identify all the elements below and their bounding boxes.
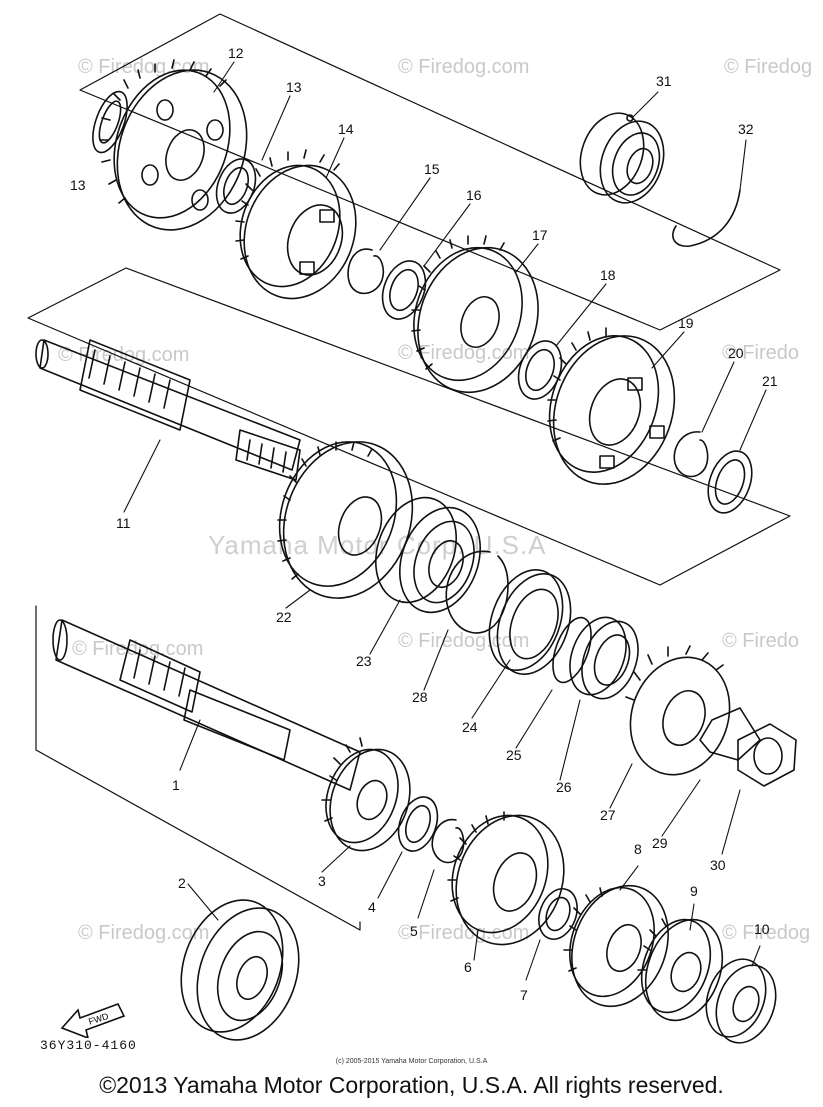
part-num: 16 — [466, 187, 482, 203]
part-14-gear — [235, 149, 357, 300]
watermark-firedog: © Firedog.com — [398, 342, 530, 364]
part-num: 30 — [710, 857, 726, 873]
part-num: 26 — [556, 779, 572, 795]
watermark-firedog: © Firedo — [722, 630, 799, 652]
part-10-bearing — [705, 958, 777, 1044]
part-num: 15 — [424, 161, 440, 177]
part-num: 8 — [634, 841, 642, 857]
drawing-code: 36Y310-4160 — [40, 1038, 137, 1053]
part-21-washer — [707, 450, 753, 514]
part-7-washer — [538, 888, 578, 940]
part-3-gear — [321, 737, 411, 852]
part-16-washer — [381, 260, 427, 320]
part-15-circlip — [347, 248, 385, 295]
part-num: 13 — [70, 177, 86, 193]
watermark-firedog: © Firedo — [722, 342, 799, 364]
part-num: 25 — [506, 747, 522, 763]
forward-arrow-icon: FWD — [60, 1003, 126, 1038]
watermark-firedog: © Firedog — [724, 56, 813, 78]
part-2-bearing — [180, 899, 300, 1041]
part-number-labels: 12 13 13 14 15 16 17 18 19 20 21 31 32 1… — [70, 45, 778, 1003]
part-num: 1 — [172, 777, 180, 793]
part-num: 12 — [228, 45, 244, 61]
part-5-circlip — [431, 818, 465, 864]
part-num: 24 — [462, 719, 478, 735]
leader-lines — [123, 61, 767, 981]
svg-text:FWD: FWD — [87, 1011, 110, 1027]
part-9-gear — [637, 918, 724, 1022]
part-num: 31 — [656, 73, 672, 89]
watermark-firedog: © Firedog.com — [78, 922, 210, 944]
part-20-circlip — [673, 431, 709, 478]
part-num: 11 — [116, 515, 131, 531]
part-28-circlip — [445, 550, 509, 634]
part-4-washer — [397, 796, 439, 852]
group-box-top — [79, 13, 781, 331]
part-num: 13 — [286, 79, 302, 95]
part-num: 7 — [520, 987, 528, 1003]
watermark-firedog: © Firedog.com — [398, 56, 530, 78]
part-num: 23 — [356, 653, 372, 669]
part-num: 18 — [600, 267, 616, 283]
part-8-gear — [563, 884, 669, 1008]
part-num: 19 — [678, 315, 694, 331]
part-23-bearing — [374, 496, 482, 614]
part-num: 10 — [754, 921, 770, 937]
part-num: 2 — [178, 875, 186, 891]
part-num: 6 — [464, 959, 472, 975]
part-num: 5 — [410, 923, 418, 939]
part-num: 32 — [738, 121, 754, 137]
part-13-washer — [92, 90, 128, 154]
part-num: 14 — [338, 121, 354, 137]
part-num: 4 — [368, 899, 376, 915]
part-30-nut — [737, 723, 797, 787]
group-box-bottom — [35, 605, 361, 931]
transmission-exploded-diagram: 12 13 13 14 15 16 17 18 19 20 21 31 32 1… — [27, 13, 797, 1044]
part-24-oil-seal — [488, 568, 572, 676]
part-25-o-ring — [552, 616, 592, 684]
part-num: 21 — [762, 373, 778, 389]
part-32-clip — [672, 189, 741, 248]
part-17-gear — [411, 235, 539, 394]
part-num: 29 — [652, 835, 668, 851]
part-27-drive-sprocket — [625, 645, 731, 776]
part-num: 3 — [318, 873, 326, 889]
part-num: 20 — [728, 345, 744, 361]
part-12-gear — [99, 59, 248, 231]
part-11-shaft — [35, 339, 301, 481]
part-31-bearing — [579, 112, 665, 204]
part-num: 22 — [276, 609, 292, 625]
part-18-washer — [517, 340, 563, 400]
watermark-firedog: © Firedog.com — [58, 344, 190, 366]
part-1-axle — [52, 619, 361, 791]
part-num: 27 — [600, 807, 616, 823]
part-6-gear — [447, 811, 565, 946]
small-copyright: (c) 2005-2015 Yamaha Motor Corporation, … — [335, 1058, 488, 1065]
watermark-firedog: © Firedog.com — [398, 922, 530, 944]
part-26-collar — [569, 616, 639, 700]
watermark-firedog: © Firedog — [722, 922, 811, 944]
part-num: 28 — [412, 689, 428, 705]
part-num: 9 — [690, 883, 698, 899]
copyright-footer: ©2013 Yamaha Motor Corporation, U.S.A. A… — [99, 1072, 724, 1098]
part-22-gear — [277, 441, 414, 599]
group-box-middle — [27, 267, 791, 586]
part-num: 17 — [532, 227, 548, 243]
watermark-firedog: © Firedog.com — [72, 638, 204, 660]
part-19-gear — [547, 327, 676, 485]
